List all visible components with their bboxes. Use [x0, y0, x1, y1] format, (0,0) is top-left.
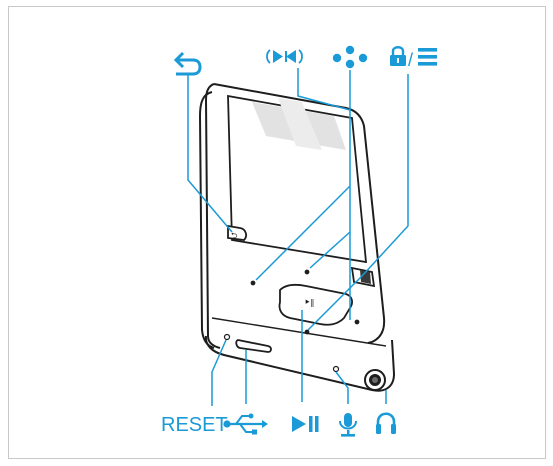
leader-lines	[187, 68, 409, 406]
headphone-jack	[364, 369, 386, 391]
side-back-button: ⮌	[227, 224, 247, 241]
volume-icon	[266, 49, 303, 64]
reset-label: RESET	[161, 414, 228, 436]
microphone-icon	[339, 413, 357, 437]
lock-menu-separator: /	[408, 50, 413, 70]
center-key: ⯈‖	[278, 283, 353, 326]
usb-port	[235, 339, 272, 353]
svg-text:⮌: ⮌	[231, 231, 237, 240]
screen	[227, 94, 368, 264]
menu-lines-icon	[418, 48, 437, 66]
play-pause-icon	[292, 416, 319, 432]
options-dots-icon	[332, 45, 368, 69]
front-panel	[223, 269, 360, 373]
svg-text:⯈‖: ⯈‖	[304, 298, 314, 307]
headphones-icon	[376, 412, 396, 434]
lock-icon	[390, 46, 406, 66]
usb-icon	[223, 413, 268, 435]
back-arrow-icon	[173, 51, 202, 76]
